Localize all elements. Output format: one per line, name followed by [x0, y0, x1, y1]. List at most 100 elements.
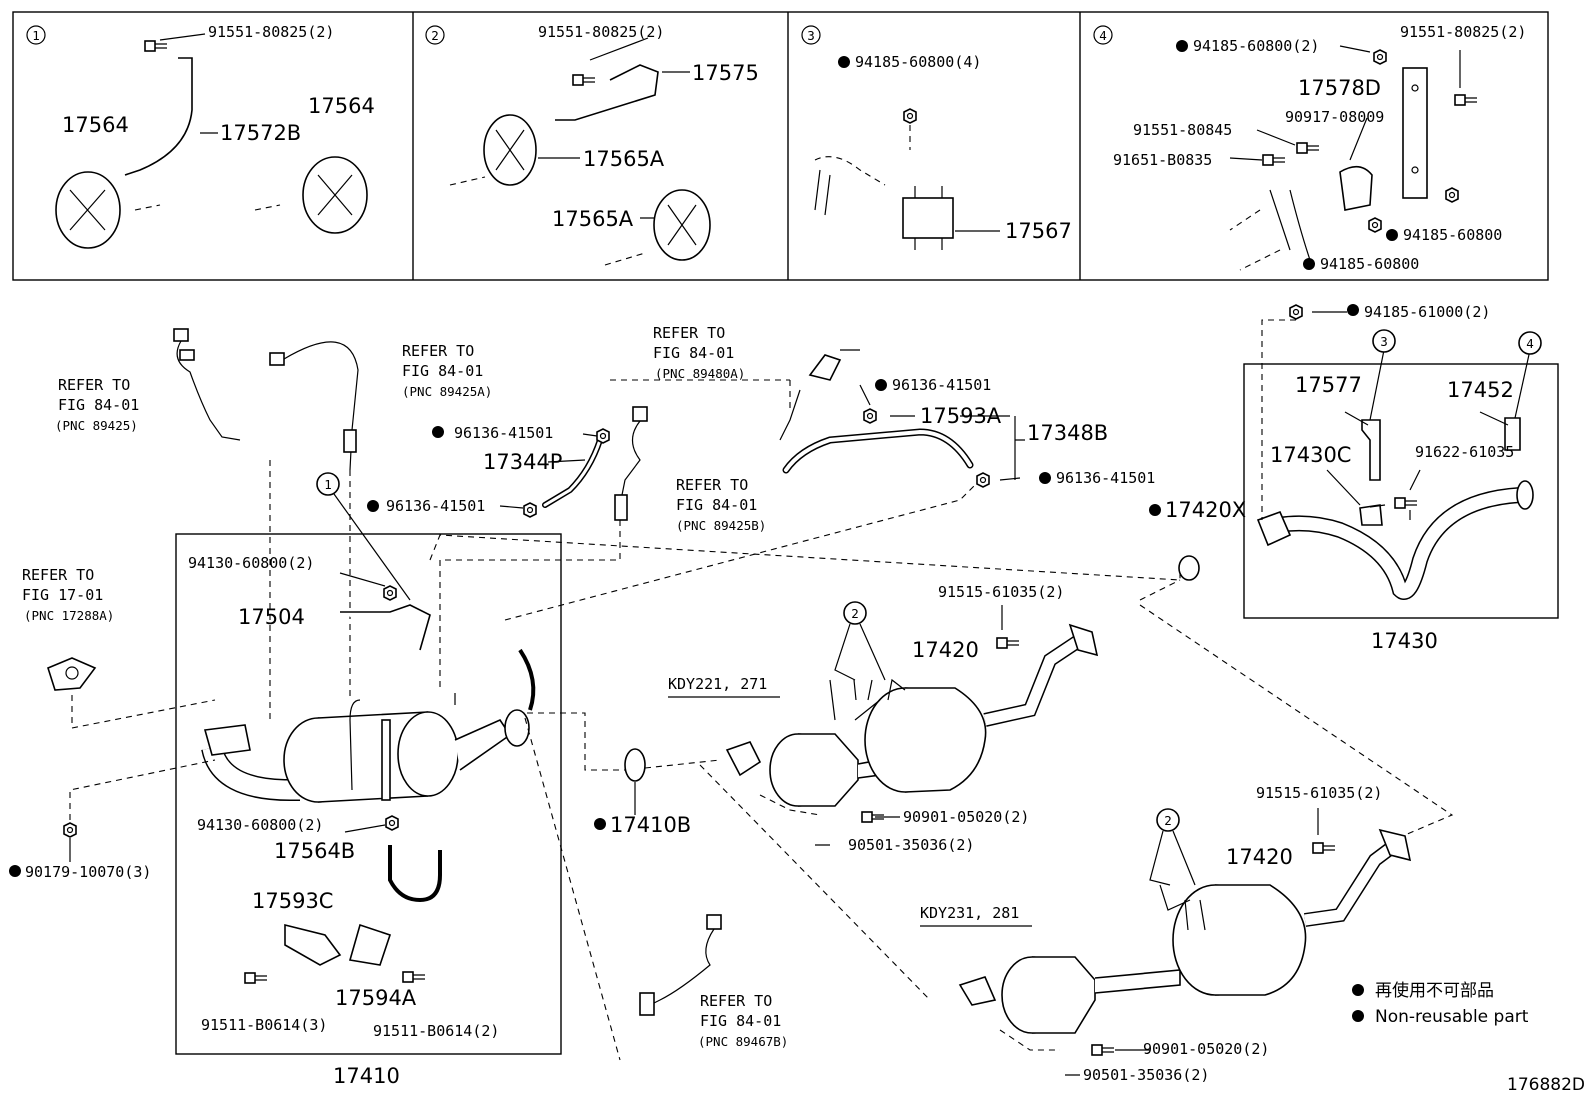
- callout-1: 1: [316, 472, 411, 601]
- svg-text:FIG 84-01: FIG 84-01: [58, 396, 139, 414]
- plate-17594a: [348, 923, 392, 966]
- gasket-17410b: [624, 748, 646, 782]
- label-94185-60800-b: 94185-60800: [1320, 255, 1419, 273]
- label-17567: 17567: [1005, 219, 1072, 243]
- label-17420x: 17420X: [1165, 498, 1246, 522]
- svg-text:FIG 84-01: FIG 84-01: [676, 496, 757, 514]
- panel-4-number: 4: [1093, 25, 1113, 45]
- label-17594a: 17594A: [335, 986, 417, 1010]
- label-96136-41501-a: 96136-41501: [454, 424, 553, 442]
- label-17575: 17575: [692, 61, 759, 85]
- panel-3-parts: [814, 56, 1000, 250]
- ref-89425a: REFER TO FIG 84-01 (PNC 89425A): [402, 342, 492, 399]
- label-model-kdy231: KDY231, 281: [920, 904, 1019, 922]
- sensor-89425b: [439, 406, 648, 690]
- label-90179-10070: 90179-10070(3): [25, 863, 151, 881]
- svg-text:REFER TO: REFER TO: [402, 342, 474, 360]
- svg-text:2: 2: [431, 28, 439, 43]
- panel-2-number: 2: [425, 25, 445, 45]
- muffler-17420-b: [958, 828, 1412, 1034]
- ref-17288a: REFER TO FIG 17-01 (PNC 17288A): [22, 566, 114, 623]
- svg-text:2: 2: [1164, 813, 1172, 828]
- label-17564-left: 17564: [62, 113, 129, 137]
- sensor-89480a: [610, 349, 860, 441]
- label-94185-60800-a: 94185-60800: [1403, 226, 1502, 244]
- panel-4-parts: [1176, 40, 1478, 271]
- legend-en: Non-reusable part: [1375, 1007, 1529, 1027]
- panel-1-number: 1: [26, 25, 46, 45]
- label-91511-b0614-3: 91511-B0614(3): [201, 1016, 327, 1034]
- svg-text:REFER TO: REFER TO: [700, 992, 772, 1010]
- label-90901-05020-b: 90901-05020(2): [1143, 1040, 1269, 1058]
- label-17572b: 17572B: [220, 121, 301, 145]
- sensor-89425: [173, 328, 271, 720]
- sensor-89425a: [269, 341, 359, 700]
- label-17577: 17577: [1295, 373, 1362, 397]
- converter-17410: [201, 648, 536, 803]
- label-17430c: 17430C: [1270, 443, 1351, 467]
- muffler-17420-a: [725, 623, 1099, 807]
- svg-text:FIG 17-01: FIG 17-01: [22, 586, 103, 604]
- label-17344p: 17344P: [483, 450, 562, 474]
- svg-text:(PNC 89467B): (PNC 89467B): [698, 1034, 788, 1049]
- label-17593c: 17593C: [252, 889, 333, 913]
- label-96136-41501-c: 96136-41501: [892, 376, 991, 394]
- nonreusable-dot: [838, 56, 850, 68]
- svg-text:(PNC 89425): (PNC 89425): [55, 418, 138, 433]
- label-17420-a: 17420: [912, 638, 979, 662]
- callout-4: 4: [1518, 331, 1542, 355]
- label-17504: 17504: [238, 605, 305, 629]
- label-17410: 17410: [333, 1064, 400, 1088]
- sensor-89467b: [639, 914, 722, 1016]
- label-91515-61035-b: 91515-61035(2): [1256, 784, 1382, 802]
- svg-text:REFER TO: REFER TO: [58, 376, 130, 394]
- svg-text:(PNC 17288A): (PNC 17288A): [24, 608, 114, 623]
- svg-text:(PNC 89425B): (PNC 89425B): [676, 518, 766, 533]
- panel-3-number: 3: [801, 25, 821, 45]
- svg-text:FIG 84-01: FIG 84-01: [653, 344, 734, 362]
- bracket-17504: [340, 604, 431, 651]
- legend: 再使用不可部品 Non-reusable part: [1352, 980, 1529, 1027]
- svg-text:(PNC 89480A): (PNC 89480A): [655, 366, 745, 381]
- label-17565a-lower: 17565A: [552, 207, 634, 231]
- label-17578d: 17578D: [1298, 76, 1381, 100]
- label-94185-61000: 94185-61000(2): [1364, 303, 1490, 321]
- label-94185-60800-2: 94185-60800(2): [1193, 37, 1319, 55]
- label-90917-08009: 90917-08009: [1285, 108, 1384, 126]
- callout-2a: 2: [834, 601, 886, 681]
- svg-text:1: 1: [32, 28, 40, 43]
- clamp-17564b: [388, 845, 442, 903]
- label-91622-61035: 91622-61035: [1415, 443, 1514, 461]
- legend-jp: 再使用不可部品: [1375, 980, 1494, 1001]
- svg-text:3: 3: [807, 28, 815, 43]
- assembly-box-17410: [175, 533, 562, 1055]
- label-model-kdy221: KDY221, 271: [668, 675, 767, 693]
- label-91651-b0835: 91651-B0835: [1113, 151, 1212, 169]
- label-94185-60800-4: 94185-60800(4): [855, 53, 981, 71]
- label-17420-b: 17420: [1226, 845, 1293, 869]
- svg-text:4: 4: [1099, 28, 1107, 43]
- svg-text:FIG 84-01: FIG 84-01: [700, 1012, 781, 1030]
- assembly-box-17430: [1243, 363, 1559, 619]
- label-17593a: 17593A: [920, 404, 1002, 428]
- panel-1-parts: [55, 33, 368, 249]
- label-91551-80845: 91551-80845: [1133, 121, 1232, 139]
- top-panel-frame: [12, 11, 1549, 281]
- svg-text:2: 2: [851, 606, 859, 621]
- label-90501-35036-b: 90501-35036(2): [1083, 1066, 1209, 1084]
- callout-2b: 2: [1149, 808, 1196, 886]
- callout-3: 3: [1372, 329, 1396, 353]
- ref-89425: REFER TO FIG 84-01 (PNC 89425): [55, 376, 139, 433]
- label-90901-05020-a: 90901-05020(2): [903, 808, 1029, 826]
- figure-id: 176882D: [1507, 1075, 1585, 1095]
- label-17564b: 17564B: [274, 839, 355, 863]
- svg-text:REFER TO: REFER TO: [676, 476, 748, 494]
- gasket-17420x: [1178, 555, 1200, 581]
- pipe-17430: [1256, 417, 1534, 600]
- svg-text:(PNC 89425A): (PNC 89425A): [402, 384, 492, 399]
- label-91511-b0614-2: 91511-B0614(2): [373, 1022, 499, 1040]
- label-17348b: 17348B: [1027, 421, 1108, 445]
- label-94130-60800-b: 94130-60800(2): [197, 816, 323, 834]
- label-17452: 17452: [1447, 378, 1514, 402]
